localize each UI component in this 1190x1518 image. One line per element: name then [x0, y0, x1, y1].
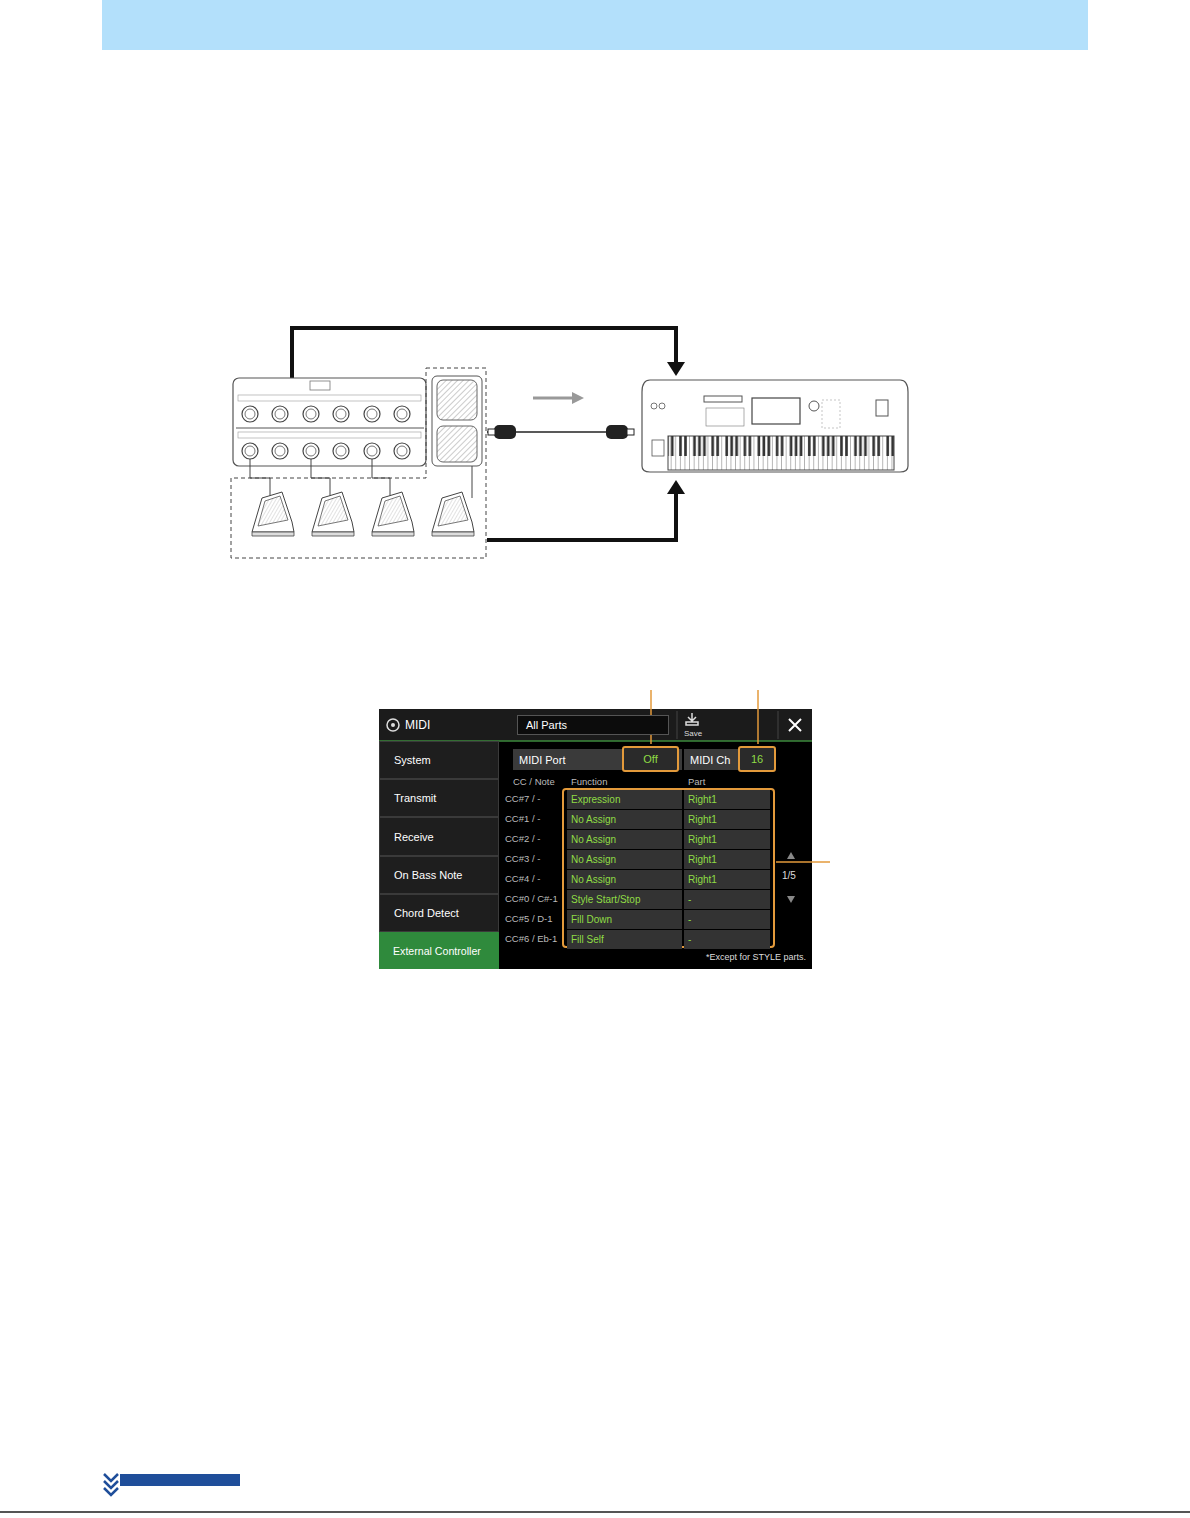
node-text: On Bass Note — [394, 869, 462, 881]
parameter-box: 16MIDI Ch — [684, 749, 742, 770]
node-text: Fill Self — [571, 934, 604, 945]
node-text: Right1 — [688, 814, 717, 825]
node-text: Right1 — [688, 854, 717, 865]
function-cell: No Assign — [567, 850, 682, 869]
value-box: 16 — [738, 746, 776, 772]
node-text: External Controller — [393, 945, 481, 957]
cc-note-label: CC#0 / C#-1 — [505, 893, 558, 904]
function-cell: No Assign — [567, 830, 682, 849]
cc-note-label: CC#4 / - — [505, 873, 540, 884]
footnote: *Except for STYLE parts. — [706, 952, 806, 962]
menu-tab: System — [379, 741, 499, 779]
part-cell: Right1 — [684, 870, 770, 889]
function-cell: Fill Down — [567, 910, 682, 929]
arrow-head — [667, 362, 685, 376]
node-text: Save — [684, 729, 702, 738]
function-cell: Expression — [567, 790, 682, 809]
node-text: - — [688, 914, 691, 925]
column-header: Part — [688, 776, 705, 787]
node-text: - — [688, 934, 691, 945]
menu-tab: Receive — [379, 817, 499, 856]
node-text: MIDI Port — [519, 754, 565, 766]
node-text: No Assign — [571, 814, 616, 825]
usb-cable — [487, 425, 634, 439]
page-footer — [0, 1474, 1190, 1513]
cc-note-label: CC#3 / - — [505, 853, 540, 864]
header-band — [102, 0, 1088, 50]
node-text: All Parts — [526, 719, 567, 731]
cc-note-label: CC#2 / - — [505, 833, 540, 844]
part-cell: Right1 — [684, 830, 770, 849]
node-text: Right1 — [688, 794, 717, 805]
node-text: Expression — [571, 794, 620, 805]
node-text: Fill Down — [571, 914, 612, 925]
function-cell: No Assign — [567, 870, 682, 889]
part-cell: Right1 — [684, 810, 770, 829]
node-text: No Assign — [571, 874, 616, 885]
node-text: Chord Detect — [394, 907, 459, 919]
node-text: MIDI Ch — [690, 754, 730, 766]
cc-note-label: CC#6 / Eb-1 — [505, 933, 557, 944]
direction-arrow — [533, 397, 574, 400]
node-text: 16 — [751, 753, 763, 765]
save-button: Save — [679, 727, 707, 739]
cc-note-label: CC#5 / D-1 — [505, 913, 553, 924]
parameter-box: Off MIDI Port — [513, 749, 682, 770]
signal-arrow — [487, 492, 676, 540]
menu-tab: Transmit — [379, 779, 499, 817]
node-text: No Assign — [571, 854, 616, 865]
node-text: System — [394, 754, 431, 766]
function-cell: Fill Self — [567, 930, 682, 949]
node-text: Off — [643, 753, 657, 765]
node-text: Right1 — [688, 834, 717, 845]
part-cell: - — [684, 890, 770, 909]
column-header: CC / Note — [513, 776, 555, 787]
part-selector: All Parts — [517, 715, 669, 735]
node-text: - — [688, 894, 691, 905]
node-text: Receive — [394, 831, 434, 843]
node-text: Right1 — [688, 874, 717, 885]
part-cell: Right1 — [684, 850, 770, 869]
screen-background — [379, 709, 812, 969]
cc-note-label: CC#7 / - — [505, 793, 540, 804]
node-text: Style Start/Stop — [571, 894, 640, 905]
foot-controller — [233, 376, 482, 466]
function-cell: No Assign — [567, 810, 682, 829]
expression-pedals — [252, 492, 474, 536]
node-text: MIDI — [405, 718, 430, 732]
value-box: Off — [622, 746, 679, 772]
cc-note-label: CC#1 / - — [505, 813, 540, 824]
dashed-bracket — [231, 368, 486, 558]
arrow-head — [667, 480, 685, 494]
node-text: Transmit — [394, 792, 436, 804]
page-indicator: 1/5 — [782, 870, 796, 881]
menu-tab-active: External Controller — [379, 932, 499, 969]
function-cell: Style Start/Stop — [567, 890, 682, 909]
node-text: No Assign — [571, 834, 616, 845]
direction-arrow-head — [572, 392, 584, 404]
part-cell: - — [684, 930, 770, 949]
part-cell: - — [684, 910, 770, 929]
menu-tab: Chord Detect — [379, 894, 499, 932]
menu-tab: On Bass Note — [379, 856, 499, 894]
keyboard-instrument — [642, 380, 908, 472]
column-header: Function — [571, 776, 607, 787]
part-cell: Right1 — [684, 790, 770, 809]
screen-panel: All PartsSaveSystemTransmitReceive On Bas… — [379, 709, 812, 969]
